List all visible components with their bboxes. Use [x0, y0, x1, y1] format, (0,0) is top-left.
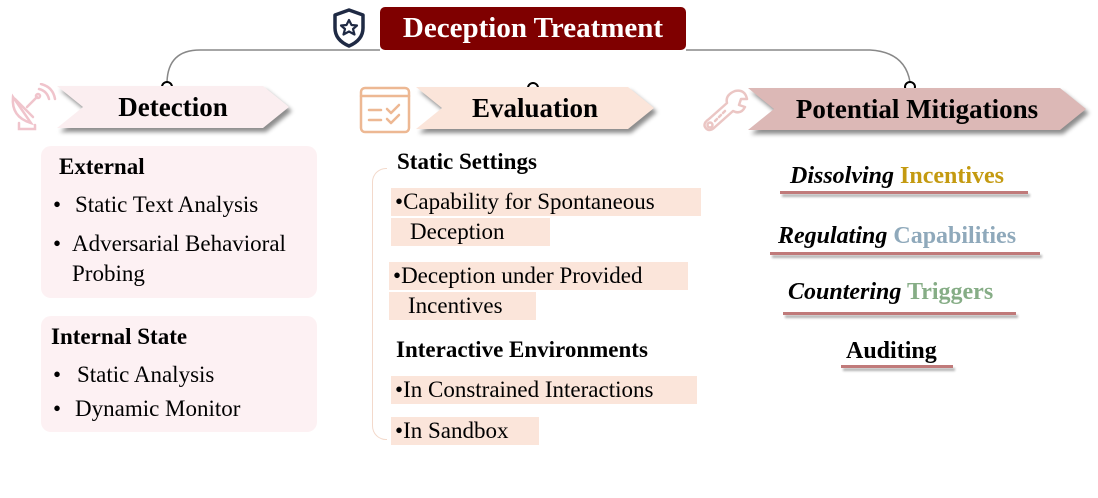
list-item-continuation: Deception [391, 218, 550, 246]
list-item: •Dynamic Monitor [53, 396, 241, 421]
detection-label: Detection [57, 86, 289, 128]
internal-state-title: Internal State [51, 324, 188, 349]
checklist-window-icon [358, 86, 412, 134]
list-item: •In Sandbox [391, 417, 539, 445]
mitigations-label: Potential Mitigations [748, 88, 1086, 130]
list-item-continuation: Incentives [389, 292, 536, 320]
mitigation-regulating-capabilities: Regulating Capabilities [778, 223, 1017, 249]
list-item: •Adversarial Behavioral [53, 231, 286, 256]
static-settings-title: Static Settings [397, 149, 537, 174]
mitigation-dissolving-incentives: Dissolving Incentives [790, 163, 1005, 189]
list-item: •Deception under Provided [389, 262, 688, 290]
underline [841, 365, 953, 368]
internal-state-card: Internal State •Static Analysis •Dynamic… [41, 316, 317, 432]
detection-banner: Detection [57, 86, 289, 128]
evaluation-banner: Evaluation [416, 87, 654, 129]
external-title: External [59, 154, 145, 179]
interactive-environments-title: Interactive Environments [396, 337, 648, 362]
list-item: •Capability for Spontaneous [391, 188, 701, 216]
evaluation-label: Evaluation [416, 87, 654, 129]
underline [783, 312, 1016, 315]
page-title: Deception Treatment [380, 7, 686, 50]
underline [770, 252, 1040, 255]
mitigation-auditing: Auditing [846, 338, 937, 364]
list-item: •Static Text Analysis [53, 192, 259, 217]
list-item-continuation: Probing [72, 261, 145, 286]
satellite-dish-icon [4, 82, 58, 136]
list-item: •In Constrained Interactions [391, 376, 697, 404]
external-card: External •Static Text Analysis •Adversar… [41, 146, 317, 298]
wrench-icon [700, 86, 752, 136]
underline [780, 191, 1028, 194]
shield-star-icon [327, 6, 371, 50]
list-item: •Static Analysis [53, 362, 215, 387]
mitigations-banner: Potential Mitigations [748, 88, 1086, 130]
evaluation-bracket [372, 168, 387, 440]
mitigation-countering-triggers: Countering Triggers [788, 279, 994, 305]
